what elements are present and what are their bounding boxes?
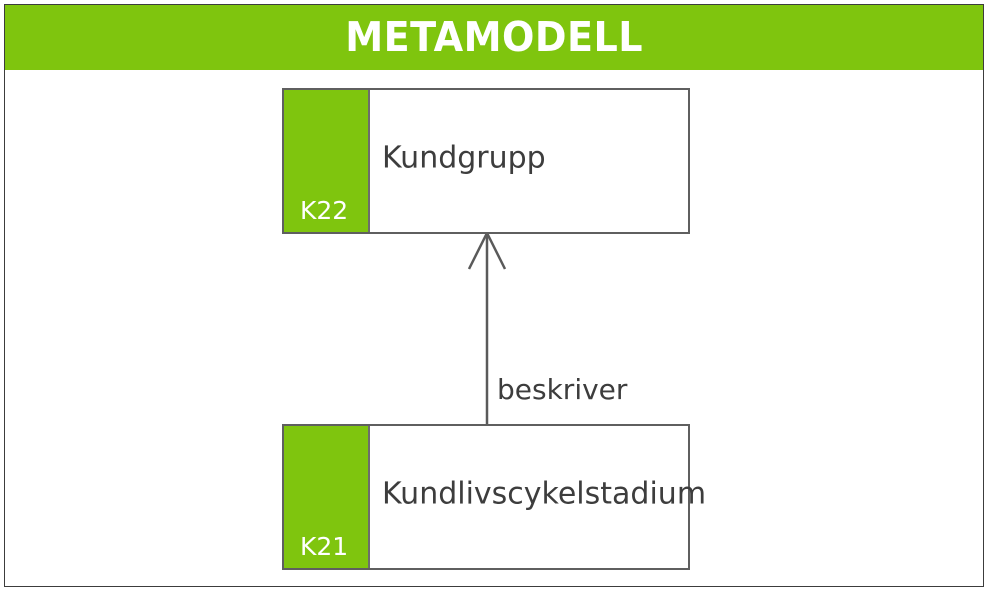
entity-name-panel: Kundgrupp (370, 90, 688, 232)
entity-code-label: K21 (300, 532, 349, 561)
entity-box-kundlivscykelstadium[interactable]: K21 Kundlivscykelstadium (282, 424, 706, 570)
entity-name-label: Kundlivscykelstadium (382, 476, 707, 512)
entity-code-label: K22 (300, 196, 349, 225)
header-banner: METAMODELL (5, 5, 983, 70)
relationship-arrowhead-icon (467, 230, 507, 270)
entity-box-kundgrupp[interactable]: K22 Kundgrupp (282, 88, 690, 234)
relationship-label: beskriver (497, 373, 628, 406)
entity-name-label: Kundgrupp (382, 140, 546, 176)
page-title: METAMODELL (345, 13, 643, 61)
entity-code-panel: K22 (284, 90, 370, 232)
entity-name-panel: Kundlivscykelstadium (370, 426, 706, 568)
entity-code-panel: K21 (284, 426, 370, 568)
